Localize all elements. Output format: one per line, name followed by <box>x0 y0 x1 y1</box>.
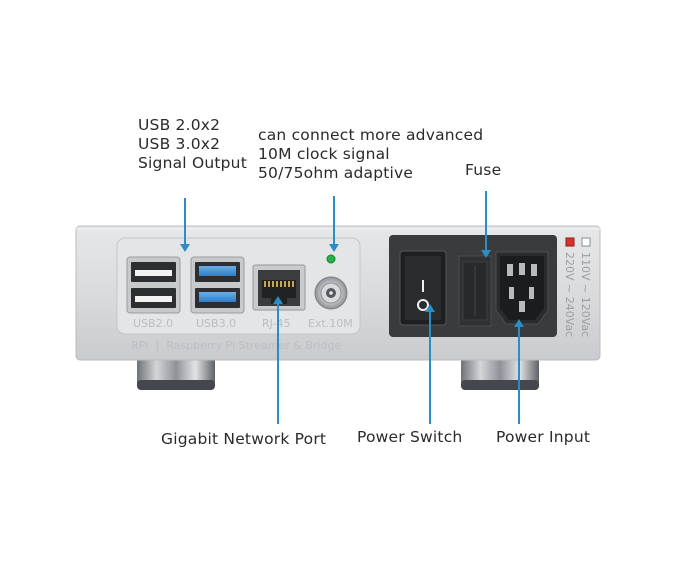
clock-callout: can connect more advanced 10M clock sign… <box>258 126 483 183</box>
leader-lines <box>180 191 524 424</box>
voltage-220: 220V ~ 240Vac <box>563 252 576 337</box>
left-foot <box>137 355 215 390</box>
clock-callout-line-3: 50/75ohm adaptive <box>258 164 414 182</box>
usb2-port-stack <box>126 256 181 314</box>
power-switch-callout: Power Switch <box>357 428 463 446</box>
network-callout: Gigabit Network Port <box>161 430 327 448</box>
bnc-connector-icon <box>314 276 348 310</box>
clock-callout-line-1: can connect more advanced <box>258 126 484 144</box>
voltage-110: 110V ~ 120Vac <box>579 252 592 337</box>
rj45-label: RJ-45 <box>262 317 290 330</box>
ethernet-port-icon <box>252 264 306 311</box>
iec-power-inlet-icon <box>495 251 549 325</box>
clock-callout-line-2: 10M clock signal <box>258 145 390 163</box>
usb-callout-line-2: USB 3.0x2 <box>138 135 221 153</box>
usb2-label: USB2.0 <box>133 317 173 330</box>
ext-clock-label: Ext.10M <box>308 317 353 330</box>
fuse-callout: Fuse <box>465 161 502 179</box>
usb-callout-line-1: USB 2.0x2 <box>138 116 221 134</box>
usb3-port-stack <box>190 256 245 314</box>
voltage-selector: 110V ~ 120Vac 220V ~ 240Vac <box>563 237 592 337</box>
brand-label: RPI | Raspberry Pi Streamer & Bridge <box>131 339 341 352</box>
usb-callout: USB 2.0x2 USB 3.0x2 Signal Output <box>138 116 247 173</box>
power-input-callout: Power Input <box>496 428 591 446</box>
status-led <box>326 254 336 264</box>
rocker-switch-icon <box>399 250 447 326</box>
usb3-label: USB3.0 <box>196 317 236 330</box>
usb-callout-line-3: Signal Output <box>138 154 247 172</box>
fuse-drawer <box>458 255 492 327</box>
